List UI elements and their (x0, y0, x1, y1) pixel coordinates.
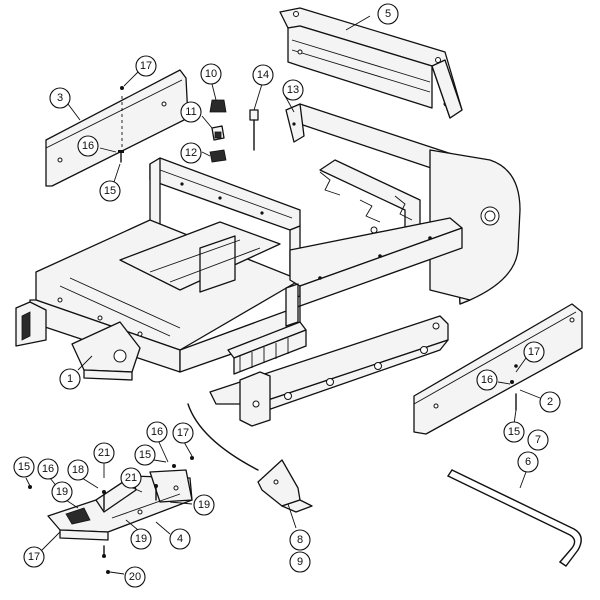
svg-text:10: 10 (205, 68, 217, 80)
callout-2: 2 (539, 391, 561, 413)
callout-15: 15 (134, 444, 156, 466)
callout-15: 15 (13, 456, 35, 478)
main-chassis-frame (15, 103, 521, 427)
hardware-part-11-grommet (211, 125, 225, 141)
hardware-part-14-bolt (249, 109, 259, 151)
callout-6: 6 (517, 451, 539, 473)
callout-1: 1 (59, 368, 81, 390)
svg-text:8: 8 (297, 534, 303, 546)
callout-15: 15 (503, 421, 525, 443)
callout-19: 19 (193, 494, 215, 516)
hardware-part-13-latch (285, 103, 305, 143)
svg-text:2: 2 (547, 396, 553, 408)
svg-text:21: 21 (98, 447, 110, 459)
callout-11: 11 (180, 101, 202, 123)
svg-text:12: 12 (185, 147, 197, 159)
svg-text:16: 16 (481, 374, 493, 386)
svg-text:21: 21 (125, 472, 137, 484)
callout-5: 5 (377, 3, 399, 25)
callout-17: 17 (135, 55, 157, 77)
callout-16: 16 (77, 135, 99, 157)
callout-7: 7 (527, 429, 549, 451)
callout-20: 20 (124, 566, 146, 588)
callout-3: 3 (49, 87, 71, 109)
svg-text:20: 20 (129, 571, 141, 583)
svg-text:17: 17 (177, 427, 189, 439)
callout-8: 8 (289, 529, 311, 551)
svg-text:16: 16 (82, 140, 94, 152)
svg-text:4: 4 (177, 533, 183, 545)
svg-text:15: 15 (104, 185, 116, 197)
svg-text:7: 7 (535, 434, 541, 446)
callout-21: 21 (120, 467, 142, 489)
part-2-right-side-panel (413, 303, 583, 435)
svg-text:17: 17 (28, 551, 40, 563)
svg-text:16: 16 (42, 463, 54, 475)
callout-16: 16 (146, 421, 168, 443)
svg-text:3: 3 (57, 92, 63, 104)
part-5-top-cross-bracket (279, 7, 463, 119)
callout-19: 19 (51, 481, 73, 503)
svg-text:14: 14 (257, 69, 269, 81)
svg-text:19: 19 (135, 533, 147, 545)
callout-19: 19 (130, 528, 152, 550)
svg-text:19: 19 (56, 486, 68, 498)
svg-text:17: 17 (140, 60, 152, 72)
routing-curve (187, 403, 259, 471)
svg-text:11: 11 (185, 106, 196, 118)
callout-12: 12 (180, 142, 202, 164)
callout-14: 14 (252, 64, 274, 86)
svg-text:15: 15 (508, 426, 520, 438)
hardware-fasteners (28, 86, 517, 574)
hardware-part-10-cap (209, 99, 227, 113)
callout-9: 9 (289, 551, 311, 573)
svg-text:6: 6 (525, 456, 531, 468)
part-4-lower-plate-assembly (47, 469, 193, 541)
callout-16: 16 (37, 458, 59, 480)
svg-text:1: 1 (67, 373, 73, 385)
hardware-part-12-fitting (209, 149, 227, 163)
svg-text:9: 9 (297, 556, 303, 568)
svg-text:13: 13 (287, 84, 299, 96)
callout-4: 4 (169, 528, 191, 550)
svg-text:15: 15 (139, 449, 151, 461)
callout-17: 17 (23, 546, 45, 568)
callout-13: 13 (282, 79, 304, 101)
callout-18: 18 (67, 459, 89, 481)
svg-text:16: 16 (151, 426, 163, 438)
callout-21: 21 (93, 442, 115, 464)
callout-17: 17 (172, 422, 194, 444)
svg-text:17: 17 (528, 346, 540, 358)
svg-text:5: 5 (385, 8, 391, 20)
part-8-bracket (257, 459, 313, 513)
svg-text:18: 18 (72, 464, 84, 476)
callout-10: 10 (200, 63, 222, 85)
callout-15: 15 (99, 180, 121, 202)
part-6-rod (447, 469, 582, 567)
callout-17: 17 (523, 341, 545, 363)
svg-text:19: 19 (198, 499, 210, 511)
callout-16: 16 (476, 369, 498, 391)
svg-text:15: 15 (18, 461, 30, 473)
